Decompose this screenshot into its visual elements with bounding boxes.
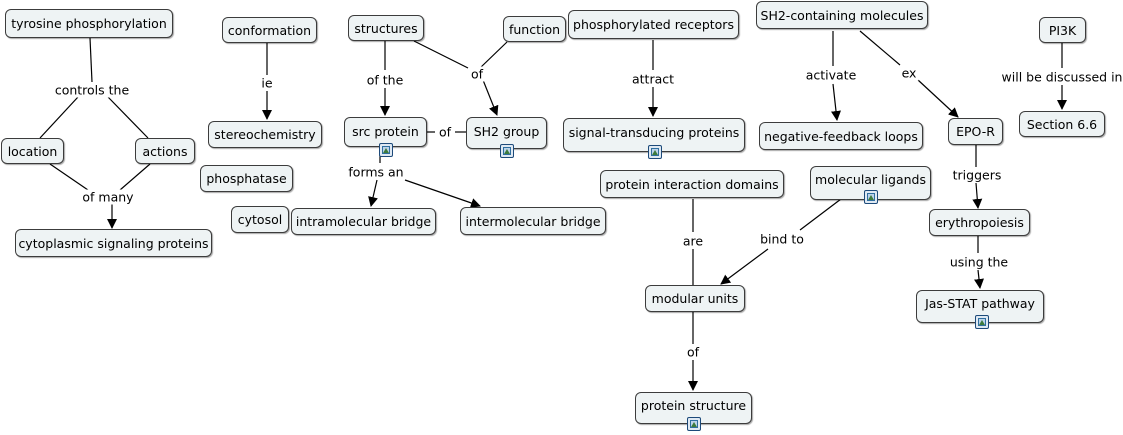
link-line [799, 198, 842, 231]
concept-stereochemistry[interactable]: stereochemistry [208, 121, 322, 148]
image-resource-icon[interactable] [864, 190, 878, 204]
link-line [368, 179, 378, 207]
link-line [972, 182, 983, 209]
concept-modular-units[interactable]: modular units [645, 285, 745, 312]
link-label-activate: activate [803, 67, 859, 83]
concept-pi3k[interactable]: PI3K [1039, 17, 1086, 43]
concept-phosphatase[interactable]: phosphatase [200, 165, 293, 192]
link-label-will-be-discussed-in: will be discussed in [999, 69, 1123, 85]
link-line [479, 41, 508, 69]
concept-section-6-6[interactable]: Section 6.6 [1019, 111, 1105, 137]
link-label-of-structure: of [684, 344, 702, 360]
image-resource-icon[interactable] [687, 417, 701, 431]
concept-signal-transducing-proteins-label: signal-transducing proteins [568, 125, 740, 140]
link-line [859, 30, 901, 66]
link-line [413, 40, 469, 69]
concept-molecular-ligands[interactable]: molecular ligands [810, 166, 931, 204]
concept-src-protein[interactable]: src protein [344, 117, 427, 157]
link-line [482, 79, 499, 116]
concept-negative-feedback-loops[interactable]: negative-feedback loops [759, 122, 923, 150]
link-label-triggers: triggers [950, 167, 1004, 183]
concept-intermolecular-bridge[interactable]: intermolecular bridge [460, 207, 606, 235]
concept-tyrosine-phosphorylation[interactable]: tyrosine phosphorylation [5, 9, 173, 38]
concept-epo-r[interactable]: EPO-R [948, 118, 1003, 145]
concept-jas-stat-pathway-label: Jas-STAT pathway [925, 296, 1035, 311]
link-label-are: are [680, 233, 706, 249]
link-line [89, 37, 93, 83]
concept-jas-stat-pathway[interactable]: Jas-STAT pathway [916, 290, 1044, 329]
concept-intramolecular-bridge[interactable]: intramolecular bridge [291, 208, 436, 235]
link-label-controls-the: controls the [52, 82, 132, 98]
link-label-using-the: using the [947, 254, 1011, 270]
link-label-ex: ex [899, 65, 919, 81]
concept-protein-structure[interactable]: protein structure [635, 392, 752, 431]
concept-sh2-group-label: SH2 group [473, 124, 540, 139]
link-line [107, 96, 149, 139]
link-label-of-many: of many [80, 189, 136, 205]
concept-protein-structure-label: protein structure [640, 398, 747, 413]
concept-cytoplasmic-signaling-proteins[interactable]: cytoplasmic signaling proteins [15, 229, 212, 257]
link-line [974, 269, 984, 289]
link-label-of-the: of the [364, 72, 406, 88]
concept-phosphorylated-receptors[interactable]: phosphorylated receptors [568, 10, 739, 39]
link-line [119, 163, 151, 191]
concept-conformation[interactable]: conformation [222, 17, 317, 43]
link-line [39, 96, 79, 139]
concept-function[interactable]: function [503, 16, 566, 42]
link-line [49, 163, 89, 191]
concept-signal-transducing-proteins[interactable]: signal-transducing proteins [563, 118, 745, 159]
image-resource-icon[interactable] [379, 143, 393, 157]
link-label-of-src-sh2: of [436, 124, 454, 140]
image-resource-icon[interactable] [500, 144, 514, 158]
concept-structures[interactable]: structures [348, 15, 424, 41]
link-label-attract: attract [629, 71, 677, 87]
link-line [720, 248, 769, 285]
concept-cytosol[interactable]: cytosol [231, 206, 289, 233]
concept-protein-interaction-domains[interactable]: protein interaction domains [600, 170, 784, 198]
link-label-bind-to: bind to [758, 231, 806, 247]
link-line [404, 179, 481, 208]
image-resource-icon[interactable] [648, 145, 662, 159]
link-line [831, 83, 841, 121]
image-resource-icon[interactable] [975, 315, 989, 329]
concept-src-protein-label: src protein [352, 124, 419, 139]
concept-molecular-ligands-label: molecular ligands [815, 172, 926, 187]
link-label-of-function: of [468, 66, 486, 82]
concept-location[interactable]: location [1, 138, 64, 164]
concept-sh2-group[interactable]: SH2 group [466, 117, 547, 158]
concept-sh2-containing-molecules[interactable]: SH2-containing molecules [756, 1, 928, 29]
link-line [917, 79, 959, 118]
concept-erythropoiesis[interactable]: erythropoiesis [929, 209, 1030, 236]
link-label-ie: ie [259, 75, 275, 91]
concept-actions[interactable]: actions [135, 138, 195, 164]
link-label-forms-an: forms an [346, 164, 406, 180]
